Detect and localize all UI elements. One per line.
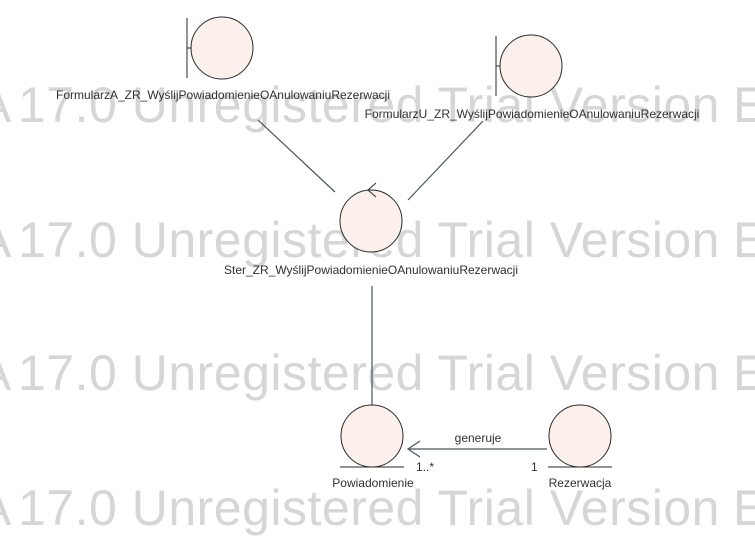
boundary-formularz-u[interactable]: FormularzU_ZR_WyślijPowiadomienieOAnulow…: [365, 34, 700, 121]
watermark-text: 17.0 Unregistered Trial Version: [18, 345, 720, 401]
watermark-layer: A 17.0 Unregistered Trial Version E A 17…: [0, 77, 755, 536]
entity-icon: [340, 404, 404, 468]
boundary-icon: [499, 34, 563, 98]
connector-boundary-a-to-control[interactable]: [257, 119, 336, 193]
generuje-arrowhead: [406, 440, 421, 458]
control-arrow-icon: [367, 182, 377, 198]
boundary-u-label: FormularzU_ZR_WyślijPowiadomienieOAnulow…: [365, 107, 700, 121]
watermark-prefix: A: [0, 212, 12, 268]
generuje-label: generuje: [455, 431, 502, 445]
entity-rezerwacja-label: Rezerwacja: [549, 476, 612, 490]
watermark-row-1: A 17.0 Unregistered Trial Version E: [0, 77, 755, 133]
watermark-prefix: A: [0, 345, 12, 401]
control-ster[interactable]: Ster_ZR_WyślijPowiadomienieOAnulowaniuRe…: [224, 182, 518, 277]
watermark-text: 17.0 Unregistered Trial Version: [18, 480, 720, 536]
boundary-a-label: FormularzA_ZR_WyślijPowiadomienieOAnulow…: [56, 88, 390, 102]
entity-icon: [548, 404, 612, 468]
entity-rezerwacja[interactable]: Rezerwacja: [548, 404, 612, 490]
source-multiplicity: 1: [531, 460, 538, 474]
connector-generuje[interactable]: [406, 440, 547, 458]
control-label: Ster_ZR_WyślijPowiadomienieOAnulowaniuRe…: [224, 263, 518, 277]
target-multiplicity: 1..*: [416, 460, 434, 474]
boundary-formularz-a[interactable]: FormularzA_ZR_WyślijPowiadomienieOAnulow…: [56, 16, 390, 102]
watermark-suffix: E: [733, 480, 755, 536]
control-icon: [339, 189, 403, 253]
watermark-suffix: E: [733, 345, 755, 401]
watermark-row-4: A 17.0 Unregistered Trial Version E: [0, 480, 755, 536]
watermark-prefix: A: [0, 480, 12, 536]
watermark-suffix: E: [733, 212, 755, 268]
connectors: [257, 119, 547, 458]
boundary-icon: [190, 16, 254, 80]
watermark-suffix: E: [733, 77, 755, 133]
entity-powiadomienie[interactable]: Powiadomienie: [332, 404, 414, 490]
entity-powiadomienie-label: Powiadomienie: [332, 476, 414, 490]
watermark-row-3: A 17.0 Unregistered Trial Version E: [0, 345, 755, 401]
connector-boundary-u-to-control[interactable]: [407, 120, 484, 201]
watermark-prefix: A: [0, 77, 12, 133]
watermark-text: 17.0 Unregistered Trial Version: [18, 77, 720, 133]
